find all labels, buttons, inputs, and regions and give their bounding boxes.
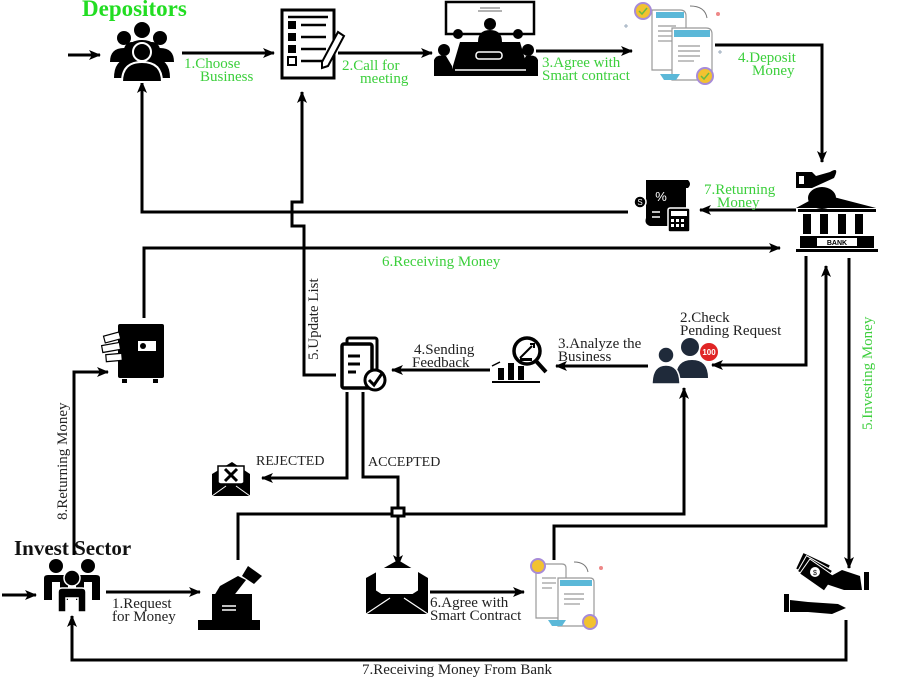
arrow-returning-to-depositors (137, 81, 628, 214)
label-returning-money-bank: 7.Returning Money (704, 182, 776, 211)
safe-with-money-icon (100, 324, 164, 383)
label-agree-smart-contract: 3.Agree with Smart contract (542, 55, 630, 84)
svg-text:S: S (637, 198, 642, 207)
bank-label: BANK (827, 240, 847, 247)
arrow-accepted (361, 392, 406, 518)
depositors-title: Depositors (82, 0, 187, 21)
arrow-receiving-from-bank (67, 615, 848, 662)
invest-sector-group-icon (44, 559, 100, 613)
label-sending-feedback: 4.Sending Feedback (412, 342, 475, 371)
connectors (2, 43, 854, 662)
label-accepted: ACCEPTED (368, 455, 441, 470)
calculator-document-icon: S % (633, 180, 691, 233)
arrow-deposit-money (715, 43, 827, 163)
label-analyze-business: 3.Analyze the Business (558, 336, 642, 365)
label-deposit-money: 4.Deposit Money (738, 50, 796, 79)
label-check-pending: 2.Check Pending Request (680, 310, 782, 339)
arrow-returning-invest (72, 367, 109, 555)
arrow-request-to-pending (236, 388, 684, 560)
label-choose-business: 1.Choose Business (184, 56, 254, 85)
smart-contract-icon (624, 2, 722, 85)
arrow-update-list (290, 91, 336, 377)
meeting-icon (434, 0, 538, 76)
analyze-business-icon (491, 336, 548, 383)
label-call-meeting: 2.Call for meeting (342, 58, 409, 87)
checklist-icon (280, 8, 346, 80)
pending-count-badge: 100 (702, 348, 716, 357)
arrow-check-pending (711, 256, 808, 370)
bank-icon: $ BANK (796, 170, 878, 252)
invest-sector-title: Invest Sector (14, 536, 132, 560)
svg-text:$: $ (813, 570, 817, 577)
label-receiving-money: 6.Receiving Money (382, 254, 501, 270)
arrow-rejected (261, 392, 349, 483)
arrow-receiving-money (142, 243, 781, 318)
feedback-document-check-icon (340, 336, 387, 392)
depositors-group-icon (110, 22, 174, 83)
arrow-contract-to-bank (552, 265, 831, 560)
accepted-envelope-icon (365, 560, 429, 615)
label-update-list: 5.Update List (306, 278, 322, 360)
smart-contract-invest-icon (530, 558, 603, 630)
pending-request-users-icon: 100 (651, 338, 718, 385)
label-receiving-from-bank: 7.Receiving Money From Bank (362, 662, 552, 678)
label-rejected: REJECTED (256, 454, 325, 469)
request-money-ballot-icon (198, 566, 262, 630)
label-investing-money: 5.Investing Money (860, 316, 876, 430)
label-agree-smart-contract-invest: 6.Agree with Smart Contract (430, 595, 522, 624)
svg-text:%: % (655, 189, 667, 204)
label-request-money: 1.Request for Money (112, 596, 176, 625)
rejected-envelope-icon (211, 462, 251, 497)
label-returning-money-invest: 8.Returning Money (55, 402, 71, 521)
money-exchange-hands-icon: $ (784, 551, 869, 614)
